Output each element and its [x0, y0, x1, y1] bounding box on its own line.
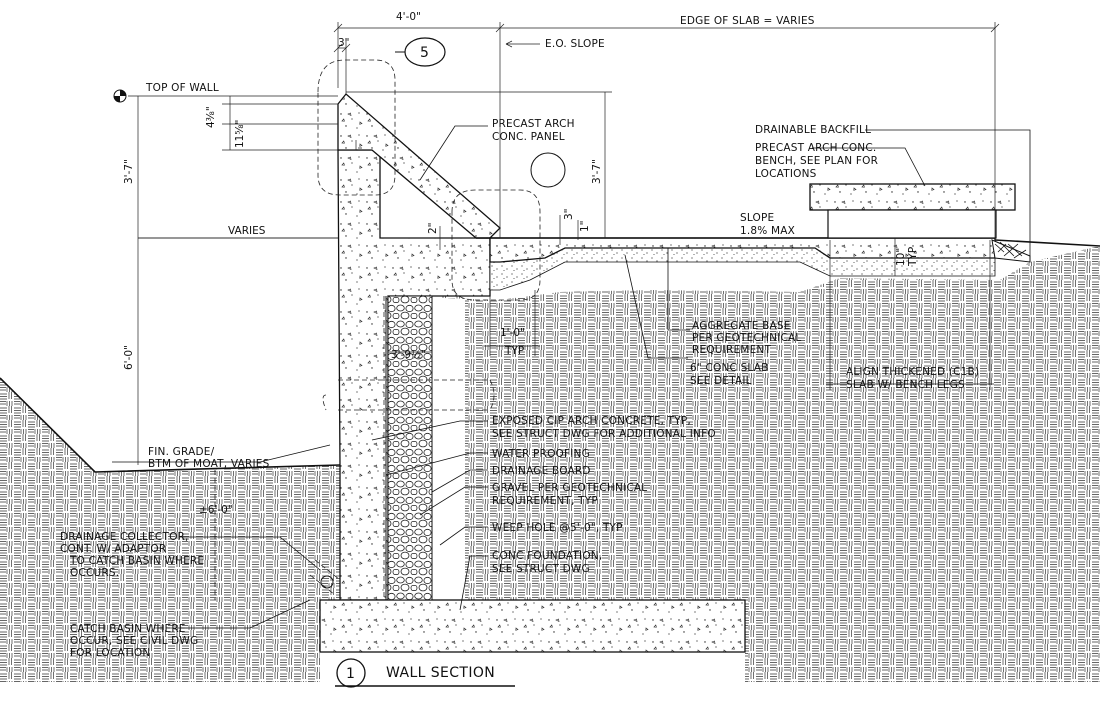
callout-clouds: [317, 59, 566, 411]
earth-left: [0, 377, 341, 682]
label-one-zero: 1'-0": [500, 327, 525, 339]
label-top-width: 4'-0": [396, 11, 421, 23]
label-collector-4: OCCURS.: [70, 567, 119, 579]
label-align-2: SLAB W/ BENCH LEGS: [846, 379, 965, 391]
text-labels: 4'-0" EDGE OF SLAB = VARIES E.O. SLOPE 3…: [60, 11, 979, 682]
label-collector-3: TO CATCH BASIN WHERE: [69, 555, 204, 567]
label-agg-3: REQUIREMENT: [692, 344, 771, 356]
dimension-lines: [128, 22, 1000, 600]
label-found-1: CONC FOUNDATION,: [492, 550, 602, 562]
label-catch-3: FOR LOCATION: [70, 647, 150, 659]
label-varies: VARIES: [228, 225, 266, 237]
label-one-in: 1": [579, 220, 591, 232]
leader-lines: [112, 125, 1031, 629]
label-precast-1: PRECAST ARCH: [492, 118, 575, 130]
label-agg-1: AGGREGATE BASE: [692, 320, 791, 332]
label-bench-3: LOCATIONS: [755, 168, 817, 180]
label-eleven-five-eighths: 11⅝": [234, 120, 246, 148]
label-slope-1: SLOPE: [740, 212, 774, 224]
label-found-2: SEE STRUCT DWG: [492, 563, 590, 575]
conc-foundation: [319, 599, 746, 653]
label-water-proofing: WATER PROOFING: [492, 448, 590, 460]
drawing-title: WALL SECTION: [386, 665, 495, 681]
title-block: [335, 658, 515, 688]
label-fin-grade-2: BTM OF MOAT, VARIES: [148, 458, 270, 470]
label-plus-minus-six: ±6'-0": [199, 504, 233, 516]
label-slab-1: 6" CONC SLAB: [690, 362, 769, 374]
label-weep: WEEP HOLE @5'-0", TYP: [492, 522, 623, 534]
slab-thickened: [829, 240, 991, 276]
label-typ: TYP: [504, 345, 524, 357]
label-collector-1: DRAINAGE COLLECTOR,: [60, 531, 189, 543]
precast-bench: [809, 183, 1016, 239]
label-ten-typ: TYP: [907, 247, 919, 267]
label-two-in: 2": [427, 222, 439, 234]
label-fin-grade-1: FIN. GRADE/: [148, 446, 215, 458]
slab-edge-hatch: [991, 239, 1031, 263]
label-precast-2: CONC. PANEL: [492, 131, 565, 143]
earth-right: [388, 239, 1100, 682]
label-ten-in: 10": [895, 248, 907, 266]
gravel-fill: [383, 295, 433, 601]
detail-number: 1: [346, 666, 355, 682]
label-drainage-board: DRAINAGE BOARD: [492, 465, 591, 477]
label-three-in: 3": [338, 37, 350, 49]
label-align-1: ALIGN THICKENED (C1B): [846, 366, 979, 378]
elevation-marker-icon: [113, 89, 127, 103]
label-bench-2: BENCH, SEE PLAN FOR: [755, 155, 878, 167]
label-six-zero: 6'-0": [123, 345, 135, 370]
label-edge-of-slab: EDGE OF SLAB = VARIES: [680, 15, 815, 27]
label-exposed-1: EXPOSED CIP ARCH CONCRETE, TYP,: [492, 415, 691, 427]
label-three-seven-left: 3'-7": [123, 159, 135, 184]
callout-symbol: [395, 37, 446, 67]
label-agg-2: PER GEOTECHNICAL: [692, 332, 801, 344]
drainage-collector: [309, 559, 341, 596]
label-drainable-backfill: DRAINABLE BACKFILL: [755, 124, 871, 136]
label-slab-2: SEE DETAIL: [690, 375, 752, 387]
label-slope-2: 1.8% MAX: [740, 225, 795, 237]
label-three-seven-right: 3'-7": [591, 159, 603, 184]
label-catch-2: OCCUR, SEE CIVIL DWG: [70, 635, 198, 647]
label-top-of-wall: TOP OF WALL: [145, 82, 219, 94]
label-catch-1: CATCH BASIN WHERE: [70, 623, 186, 635]
label-three-in-b: 3": [563, 208, 575, 220]
label-exposed-2: SEE STRUCT DWG FOR ADDITIONAL INFO: [492, 428, 716, 440]
label-callout-num: 5: [420, 45, 429, 61]
label-gravel-1: GRAVEL PER GEOTECHNICAL: [492, 482, 647, 494]
label-collector-2: CONT. W/ ADAPTOR: [60, 543, 166, 555]
label-gravel-2: REQUIREMENT, TYP: [492, 495, 598, 507]
label-bench-1: PRECAST ARCH CONC.: [755, 142, 876, 154]
label-three-nine: 3'-9½": [391, 349, 426, 361]
label-four-three-eighths: 4⅜": [205, 106, 217, 128]
label-eo-slope: E.O. SLOPE: [545, 38, 605, 50]
